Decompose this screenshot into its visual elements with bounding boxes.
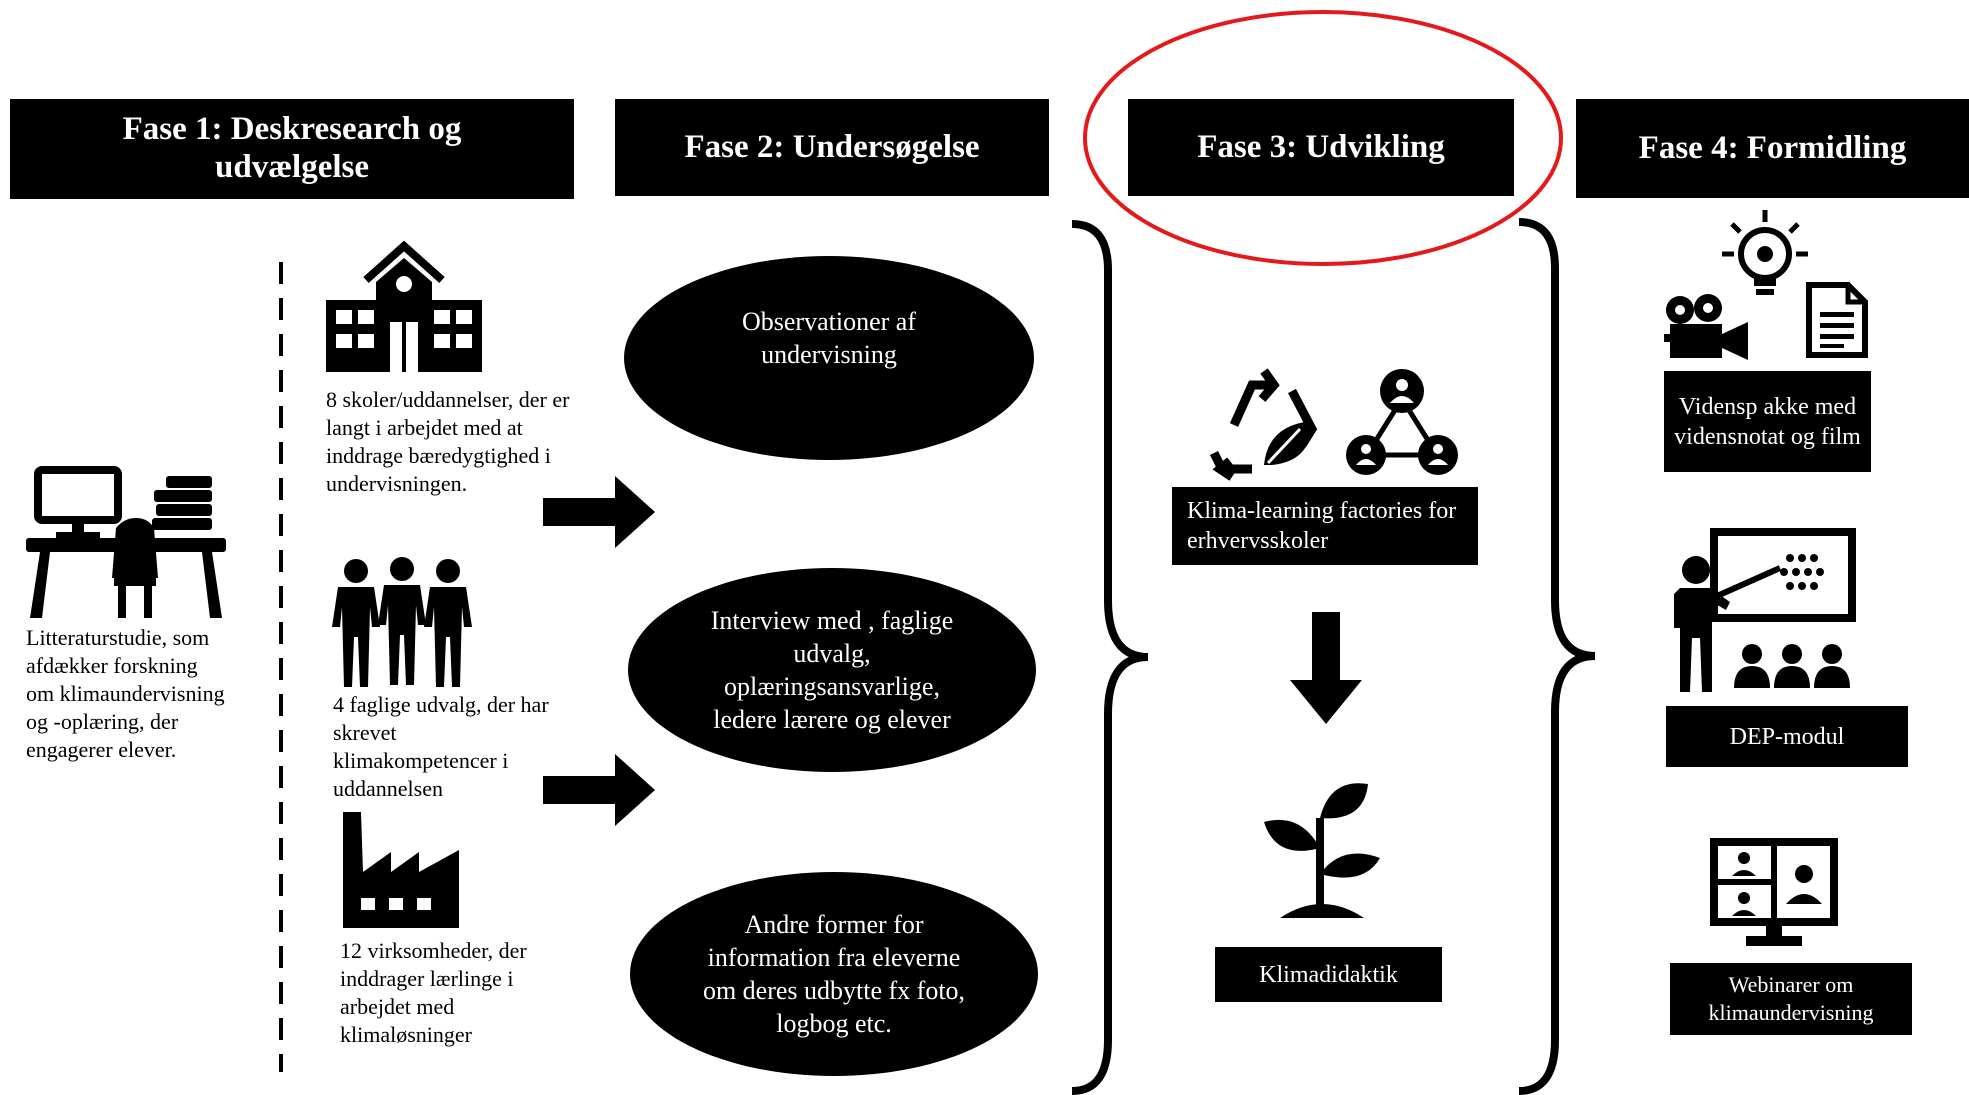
dep-modul-box: DEP-modul	[1666, 706, 1908, 767]
arrow-right-upper	[543, 476, 655, 548]
phase-3-title: Fase 3: Udvikling	[1197, 128, 1445, 165]
companies-text: 12 virksomheder, der inddrager lærlinge …	[340, 938, 527, 1047]
video-camera-icon	[1664, 294, 1748, 360]
document-icon	[1806, 282, 1868, 358]
interview-text: Interview med , faglige udvalg, oplæring…	[710, 606, 954, 734]
webinar-text: Webinarer om klimaundervisning	[1708, 972, 1874, 1025]
phase-4-header: Fase 4: Formidling	[1576, 99, 1969, 198]
right-brace	[1518, 218, 1596, 1095]
dep-modul-text: DEP-modul	[1729, 723, 1845, 750]
lightbulb-gear-icon	[1722, 210, 1808, 295]
dashed-divider	[279, 262, 283, 1072]
schools-text: 8 skoler/uddannelser, der er langt i arb…	[326, 387, 570, 496]
webinar-box: Webinarer om klimaundervisning	[1670, 963, 1912, 1035]
left-brace	[1071, 220, 1149, 1095]
phase-1-title: Fase 1: Deskresearch og udvælgelse	[122, 111, 462, 185]
interview-oval: Interview med , faglige udvalg, oplæring…	[628, 568, 1036, 772]
klimadidaktik-box: Klimadidaktik	[1215, 947, 1442, 1002]
phase-2-title: Fase 2: Undersøgelse	[684, 128, 980, 165]
factory-icon	[343, 812, 459, 928]
network-people-icon	[1346, 369, 1458, 475]
observation-text: Observationer af undervisning	[742, 307, 916, 369]
people-group-icon	[332, 557, 472, 687]
desk-study-icon	[26, 466, 226, 618]
vidensp-akke-text: Vidensp akke med vidensnotat og film	[1674, 393, 1861, 450]
klima-learning-text: Klima-learning factories for erhvervssko…	[1187, 498, 1457, 554]
arrow-down	[1290, 612, 1362, 724]
presentation-icon	[1674, 528, 1856, 692]
recycle-leaf-icon	[1209, 368, 1318, 481]
literature-study-text: Litteraturstudie, som afdækker forskning…	[26, 625, 225, 762]
arrow-right-lower	[543, 754, 655, 826]
sprout-icon	[1264, 783, 1380, 918]
phase-3-header: Fase 3: Udvikling	[1128, 99, 1514, 196]
phase-4-title: Fase 4: Formidling	[1638, 129, 1907, 166]
phase-2-header: Fase 2: Undersøgelse	[615, 99, 1049, 196]
observation-oval: Observationer af undervisning	[624, 256, 1034, 460]
klima-learning-box: Klima-learning factories for erhvervssko…	[1172, 487, 1478, 565]
vidensp-akke-box: Vidensp akke med vidensnotat og film	[1664, 371, 1871, 472]
other-info-text: Andre former for information fra elevern…	[702, 910, 966, 1038]
phase-1-header: Fase 1: Deskresearch og udvælgelse	[10, 99, 574, 199]
committees-text: 4 faglige udvalg, der har skrevet klimak…	[333, 692, 549, 801]
school-icon	[326, 240, 482, 372]
webinar-monitor-icon	[1710, 838, 1838, 946]
other-info-oval: Andre former for information fra elevern…	[630, 872, 1038, 1076]
klimadidaktik-text: Klimadidaktik	[1259, 961, 1398, 988]
